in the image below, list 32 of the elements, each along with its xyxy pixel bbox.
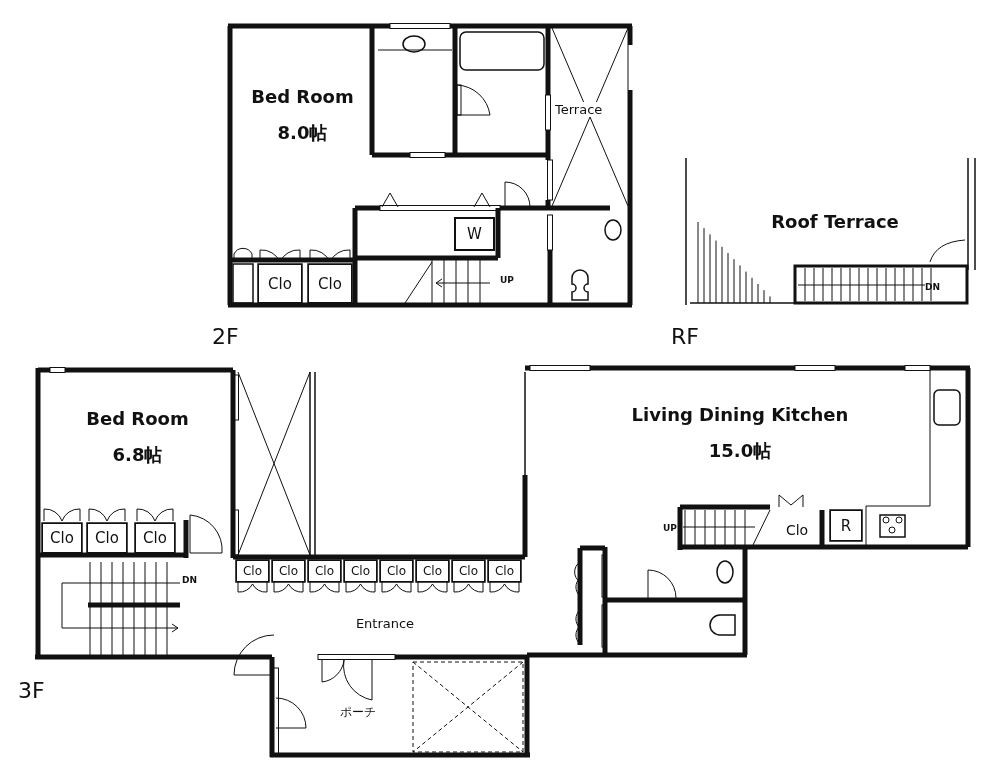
closet-box: Clo (42, 523, 82, 553)
room-label: Roof Terrace (750, 205, 920, 237)
closet-box: Clo (380, 560, 413, 582)
area-label: 15.0帖 (708, 438, 772, 463)
fridge-box: R (830, 510, 862, 541)
closet-box: Clo (308, 264, 352, 303)
floor-label: RF (671, 326, 699, 348)
room-name: Bed Room (251, 85, 354, 107)
closet-box: Clo (87, 523, 127, 553)
room-name: Living Dining Kitchen (631, 403, 849, 425)
stair-label: DN (182, 576, 197, 585)
closet-box: Clo (344, 560, 377, 582)
stair-label: UP (500, 276, 514, 285)
closet-box: Clo (452, 560, 485, 582)
room-label: Clo (773, 515, 821, 545)
room-name: Bed Room (86, 408, 189, 429)
closet-box: Clo (272, 560, 305, 582)
closet-box: Clo (258, 264, 302, 303)
closet-box: Clo (488, 560, 521, 582)
stair-label: UP (663, 524, 677, 533)
room-label: Entrance (335, 612, 435, 634)
area-label: 6.8帖 (112, 443, 163, 467)
stair-label: DN (925, 283, 940, 292)
closet-box: Clo (416, 560, 449, 582)
closet-box: Clo (308, 560, 341, 582)
closet-box: Clo (236, 560, 269, 582)
floor-label: 2F (212, 326, 239, 348)
floor-label: 3F (18, 680, 45, 702)
room-label: Terrace (553, 102, 605, 117)
room-label: ポーチ (320, 700, 395, 724)
area-label: 8.0帖 (277, 120, 328, 145)
closet-box: Clo (135, 523, 175, 553)
